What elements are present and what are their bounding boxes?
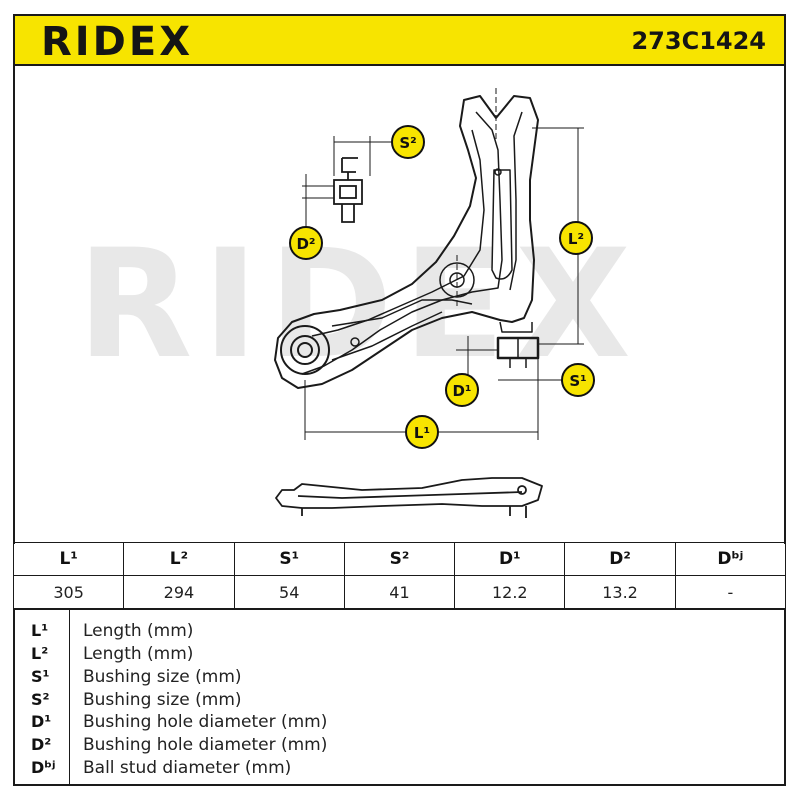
legend-description: Length (mm) [83,644,194,664]
spec-table: L¹ L² S¹ S² D¹ D² Dᵇʲ 305 294 54 41 12.2… [12,542,787,609]
val-s1: 54 [233,575,345,609]
val-l1: 305 [12,575,125,609]
legend-description: Bushing size (mm) [83,667,242,687]
val-d1: 12.2 [454,575,566,609]
brand-logo: RIDEX [41,19,194,65]
col-s2-header: S² [343,542,456,576]
col-l1-header: L¹ [12,542,125,576]
legend-symbol: L¹ [31,621,49,640]
legend-symbol: Dᵇʲ [31,758,56,777]
col-l2-header: L² [123,542,235,576]
val-l2: 294 [123,575,235,609]
svg-text:D¹: D¹ [452,382,471,400]
control-arm-side-view [275,477,543,518]
spec-value-row: 305 294 54 41 12.2 13.2 - [12,575,787,609]
legend-item: D² Bushing hole diameter (mm) [15,734,775,756]
legend-item: S¹ Bushing size (mm) [15,666,775,688]
technical-drawing: RIDEX [13,66,786,544]
legend-description: Bushing size (mm) [83,690,242,710]
legend-symbol: L² [31,644,49,663]
val-s2: 41 [343,575,456,609]
svg-text:S¹: S¹ [569,372,586,390]
svg-text:S²: S² [399,134,416,152]
legend-box: L¹ Length (mm) L² Length (mm) S¹ Bushing… [13,608,786,786]
legend-description: Ball stud diameter (mm) [83,758,292,778]
label-l2-badge: L² [559,221,593,255]
svg-text:L²: L² [568,230,584,248]
legend-symbol: D² [31,735,52,754]
legend-symbol: D¹ [31,712,52,731]
legend-description: Bushing hole diameter (mm) [83,712,328,732]
legend-item: L² Length (mm) [15,643,775,665]
col-d2-header: D² [564,542,676,576]
control-arm-top-view [274,95,540,389]
label-l1-badge: L¹ [405,415,439,449]
part-number: 273C1424 [631,27,766,55]
watermark: RIDEX [77,218,641,392]
legend-symbol: S¹ [31,667,50,686]
legend-item: S² Bushing size (mm) [15,689,775,711]
legend-item: D¹ Bushing hole diameter (mm) [15,711,775,733]
svg-text:D²: D² [296,235,315,253]
label-s1-badge: S¹ [561,363,595,397]
svg-text:L¹: L¹ [414,424,430,442]
col-d1-header: D¹ [454,542,566,576]
header-bar: RIDEX 273C1424 [13,14,786,66]
val-dbj: - [674,575,787,609]
legend-description: Bushing hole diameter (mm) [83,735,328,755]
label-d1-badge: D¹ [445,373,479,407]
val-d2: 13.2 [564,575,676,609]
col-s1-header: S¹ [233,542,345,576]
rear-bushing-detail [333,157,363,223]
label-s2-badge: S² [391,125,425,159]
legend-divider [69,610,70,784]
legend-item: Dᵇʲ Ball stud diameter (mm) [15,757,775,779]
label-d2-badge: D² [289,226,323,260]
spec-header-row: L¹ L² S¹ S² D¹ D² Dᵇʲ [12,542,787,576]
legend-symbol: S² [31,690,50,709]
legend-description: Length (mm) [83,621,194,641]
legend-item: L¹ Length (mm) [15,620,775,642]
col-dbj-header: Dᵇʲ [674,542,787,576]
